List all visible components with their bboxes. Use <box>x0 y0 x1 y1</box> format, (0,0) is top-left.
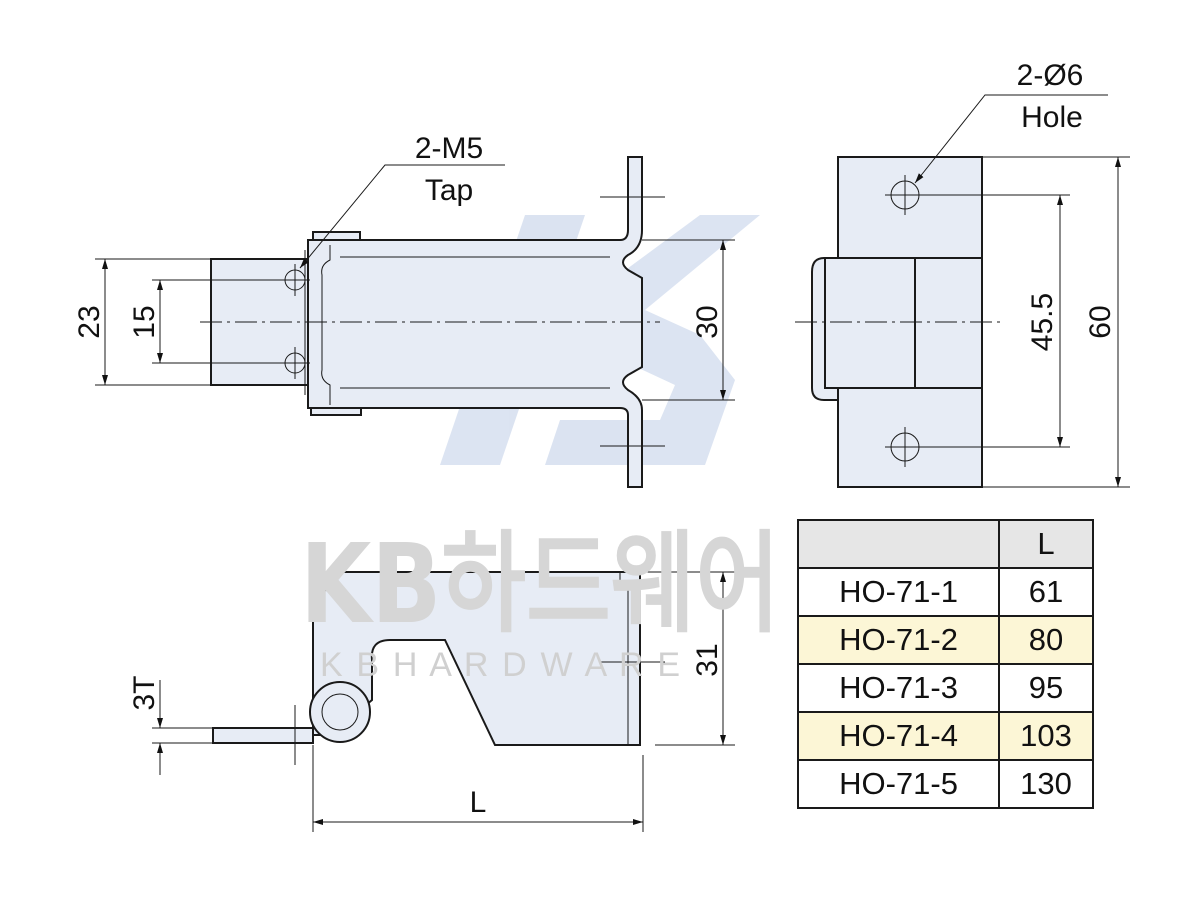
dim-31: 31 <box>691 643 724 676</box>
watermark-logo-text: KB하드웨어 <box>300 520 780 648</box>
model-cell: HO-71-1 <box>797 567 1000 617</box>
dim-23: 23 <box>73 305 106 338</box>
callout-tap: Tap <box>425 174 473 207</box>
dim-3t: 3T <box>128 675 161 710</box>
plate-leaf <box>212 727 314 744</box>
header-l: L <box>998 519 1094 569</box>
dim-30: 30 <box>691 305 724 338</box>
callout-m5: 2-M5 <box>415 132 483 165</box>
length-cell: 130 <box>998 759 1094 809</box>
length-cell: 95 <box>998 663 1094 713</box>
dim-45-5: 45.5 <box>1026 293 1059 351</box>
end-view: 45.5 60 2-Ø6 Hole <box>795 59 1130 488</box>
callout-d6: 2-Ø6 <box>1017 59 1084 92</box>
mounting-plate <box>210 258 309 386</box>
model-cell: HO-71-4 <box>797 711 1000 761</box>
hinge-pin-knuckle <box>309 681 371 743</box>
dim-15: 15 <box>128 305 161 338</box>
hinge-pin <box>321 693 359 731</box>
model-cell: HO-71-5 <box>797 759 1000 809</box>
table-header: L <box>797 519 1094 569</box>
side-body <box>312 571 641 746</box>
length-cell: 80 <box>998 615 1094 665</box>
header-model <box>797 519 1000 569</box>
top-view: 23 15 30 2-M5 Tap <box>73 132 735 488</box>
callout-hole: Hole <box>1021 101 1083 134</box>
side-view: 31 3T L <box>128 571 735 832</box>
dim-l: L <box>470 786 487 819</box>
length-cell: 103 <box>998 711 1094 761</box>
model-cell: HO-71-2 <box>797 615 1000 665</box>
dim-60: 60 <box>1084 305 1117 338</box>
model-cell: HO-71-3 <box>797 663 1000 713</box>
watermark-sub-text: K B H A R D W A R E <box>320 646 680 684</box>
length-cell: 61 <box>998 567 1094 617</box>
hinge-body <box>307 156 643 488</box>
